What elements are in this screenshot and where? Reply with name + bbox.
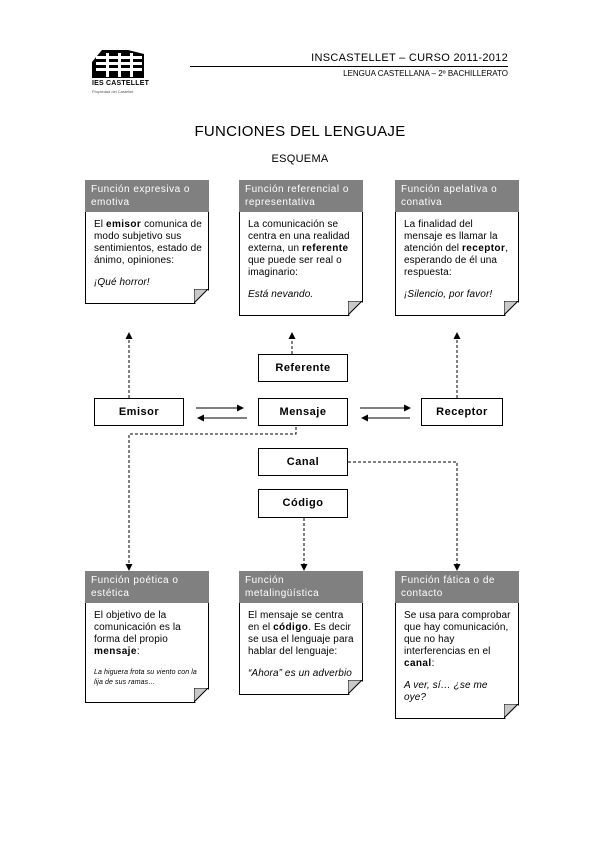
header-school-course: INSCASTELLET – CURSO 2011-2012: [311, 52, 508, 64]
card-body: Se usa para comprobar que hay comunicaci…: [395, 603, 519, 719]
page-fold-icon: [348, 301, 362, 315]
card-example: A ver, sí… ¿se me oye?: [404, 680, 488, 703]
card-body: El objetivo de la comunicación es la for…: [85, 603, 209, 703]
card-example: ¡Qué horror!: [94, 277, 150, 288]
card-example: La higuera frota su viento con la lija d…: [94, 669, 197, 686]
card-example: “Ahora” es un adverbio: [248, 668, 352, 679]
card-funcion-metalinguistica: Función metalingüística El mensaje se ce…: [239, 571, 363, 695]
card-heading: Función fática o de contacto: [395, 571, 519, 603]
card-funcion-poetica: Función poética o estética El objetivo d…: [85, 571, 209, 703]
header-divider: [190, 66, 508, 67]
card-heading: Función metalingüística: [239, 571, 363, 603]
logo-subtext: Propiedad del Castellet: [92, 89, 134, 94]
key-term: mensaje: [94, 646, 137, 657]
card-funcion-referencial: Función referencial o representativa La …: [239, 180, 363, 316]
card-funcion-fatica: Función fática o de contacto Se usa para…: [395, 571, 519, 719]
page-subtitle: ESQUEMA: [271, 153, 329, 165]
card-funcion-apelativa: Función apelativa o conativa La finalida…: [395, 180, 519, 316]
card-funcion-expresiva: Función expresiva o emotiva El emisor co…: [85, 180, 209, 304]
node-codigo: Código: [258, 489, 348, 518]
node-mensaje: Mensaje: [258, 398, 348, 426]
card-heading: Función apelativa o conativa: [395, 180, 519, 212]
card-heading: Función referencial o representativa: [239, 180, 363, 212]
page-fold-icon: [194, 289, 208, 303]
arrow-mensaje-to-poetica: [125, 427, 297, 571]
card-body: La comunicación se centra en una realida…: [239, 212, 363, 316]
key-term: código: [273, 622, 309, 633]
logo-text: IES CASTELLET: [92, 80, 150, 87]
card-example: Está nevando.: [248, 289, 314, 300]
card-heading: Función expresiva o emotiva: [85, 180, 209, 212]
card-heading: Función poética o estética: [85, 571, 209, 603]
card-example: ¡Silencio, por favor!: [404, 289, 493, 300]
node-referente: Referente: [258, 354, 348, 382]
card-body: La finalidad del mensaje es llamar la at…: [395, 212, 519, 316]
card-body: El mensaje se centra en el código. Es de…: [239, 603, 363, 695]
key-term: receptor: [462, 243, 506, 254]
page-fold-icon: [194, 688, 208, 702]
key-term: emisor: [105, 219, 142, 230]
page-title: FUNCIONES DEL LENGUAJE: [194, 123, 406, 140]
header-subject: LENGUA CASTELLANA – 2º BACHILLERATO: [343, 69, 508, 78]
page-fold-icon: [504, 301, 518, 315]
card-body: El emisor comunica de modo subjetivo sus…: [85, 212, 209, 304]
page-fold-icon: [348, 680, 362, 694]
node-emisor: Emisor: [94, 398, 184, 426]
page-fold-icon: [504, 704, 518, 718]
node-receptor: Receptor: [421, 398, 503, 426]
node-canal: Canal: [258, 448, 348, 476]
school-logo: [92, 50, 144, 78]
key-term: referente: [302, 243, 349, 254]
key-term: canal: [404, 658, 432, 669]
arrow-canal-to-fatica: [348, 461, 461, 571]
